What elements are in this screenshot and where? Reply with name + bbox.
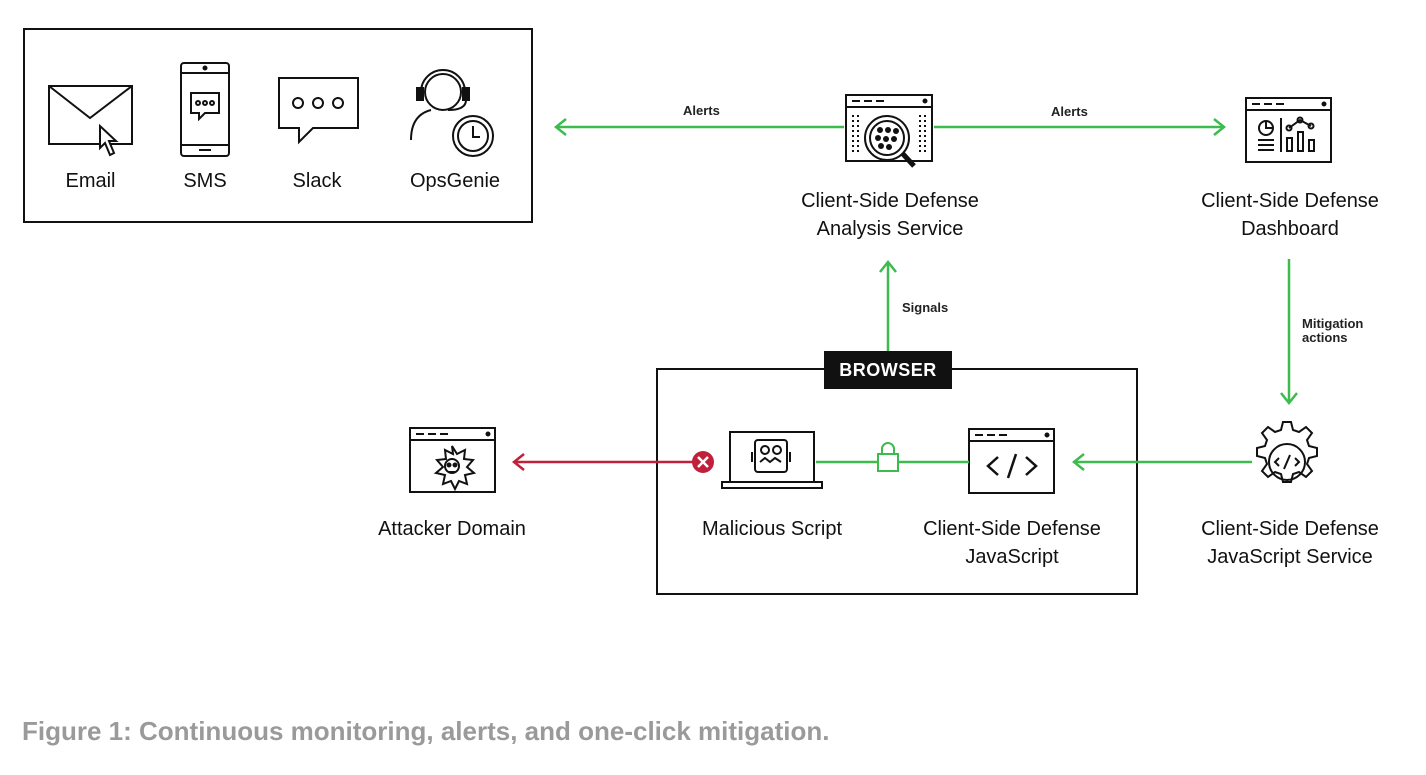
- signals-arrow: [879, 259, 897, 351]
- deploy-js-arrow: [1071, 453, 1252, 471]
- alerts-left-arrow: [553, 118, 844, 136]
- opsgenie-label: OpsGenie: [409, 170, 501, 192]
- sms-icon: [180, 62, 230, 157]
- figure-caption: Figure 1: Continuous monitoring, alerts,…: [22, 716, 830, 746]
- javascript-window-icon: [968, 428, 1055, 494]
- channels-box: [23, 28, 533, 223]
- js-service-gear-icon: [1256, 421, 1318, 483]
- lock-icon: [877, 442, 899, 472]
- analysis-service-label-line1: Client-Side Defense: [801, 190, 979, 212]
- alerts-left-label: Alerts: [683, 103, 720, 118]
- sms-label: SMS: [183, 170, 227, 192]
- attacker-domain-icon: [409, 427, 496, 493]
- analysis-service-label: Client-Side Defense Analysis Service: [760, 187, 1020, 243]
- dashboard-label: Client-Side Defense Dashboard: [1160, 187, 1420, 243]
- browser-tag: BROWSER: [824, 351, 952, 389]
- opsgenie-icon: [410, 69, 494, 157]
- blocked-x-icon: [692, 451, 714, 473]
- javascript-label-line1: Client-Side Defense: [923, 518, 1101, 540]
- analysis-service-icon: [845, 94, 933, 168]
- malicious-script-laptop-icon: [721, 431, 823, 489]
- alerts-right-arrow: [934, 118, 1227, 136]
- dashboard-icon: [1245, 97, 1332, 163]
- slack-icon: [278, 77, 359, 145]
- mitigation-label: Mitigation actions: [1302, 317, 1363, 345]
- email-label: Email: [65, 170, 116, 192]
- js-service-label: Client-Side Defense JavaScript Service: [1160, 515, 1420, 571]
- mitigation-label-line1: Mitigation: [1302, 316, 1364, 331]
- malicious-script-label: Malicious Script: [701, 518, 843, 540]
- javascript-label-line2: JavaScript: [965, 546, 1059, 568]
- alerts-right-label: Alerts: [1051, 104, 1088, 119]
- javascript-label: Client-Side Defense JavaScript: [882, 515, 1142, 571]
- signals-label: Signals: [902, 300, 949, 315]
- blocked-exfiltration-arrow: [511, 453, 700, 471]
- slack-label: Slack: [292, 170, 342, 192]
- js-service-label-line2: JavaScript Service: [1207, 546, 1373, 568]
- email-icon: [48, 85, 133, 157]
- analysis-service-label-line2: Analysis Service: [816, 218, 964, 240]
- dashboard-label-line2: Dashboard: [1241, 218, 1339, 240]
- mitigation-label-line2: actions: [1302, 330, 1348, 345]
- attacker-domain-label: Attacker Domain: [378, 518, 526, 540]
- mitigation-arrow: [1280, 259, 1298, 406]
- js-service-label-line1: Client-Side Defense: [1201, 518, 1379, 540]
- dashboard-label-line1: Client-Side Defense: [1201, 190, 1379, 212]
